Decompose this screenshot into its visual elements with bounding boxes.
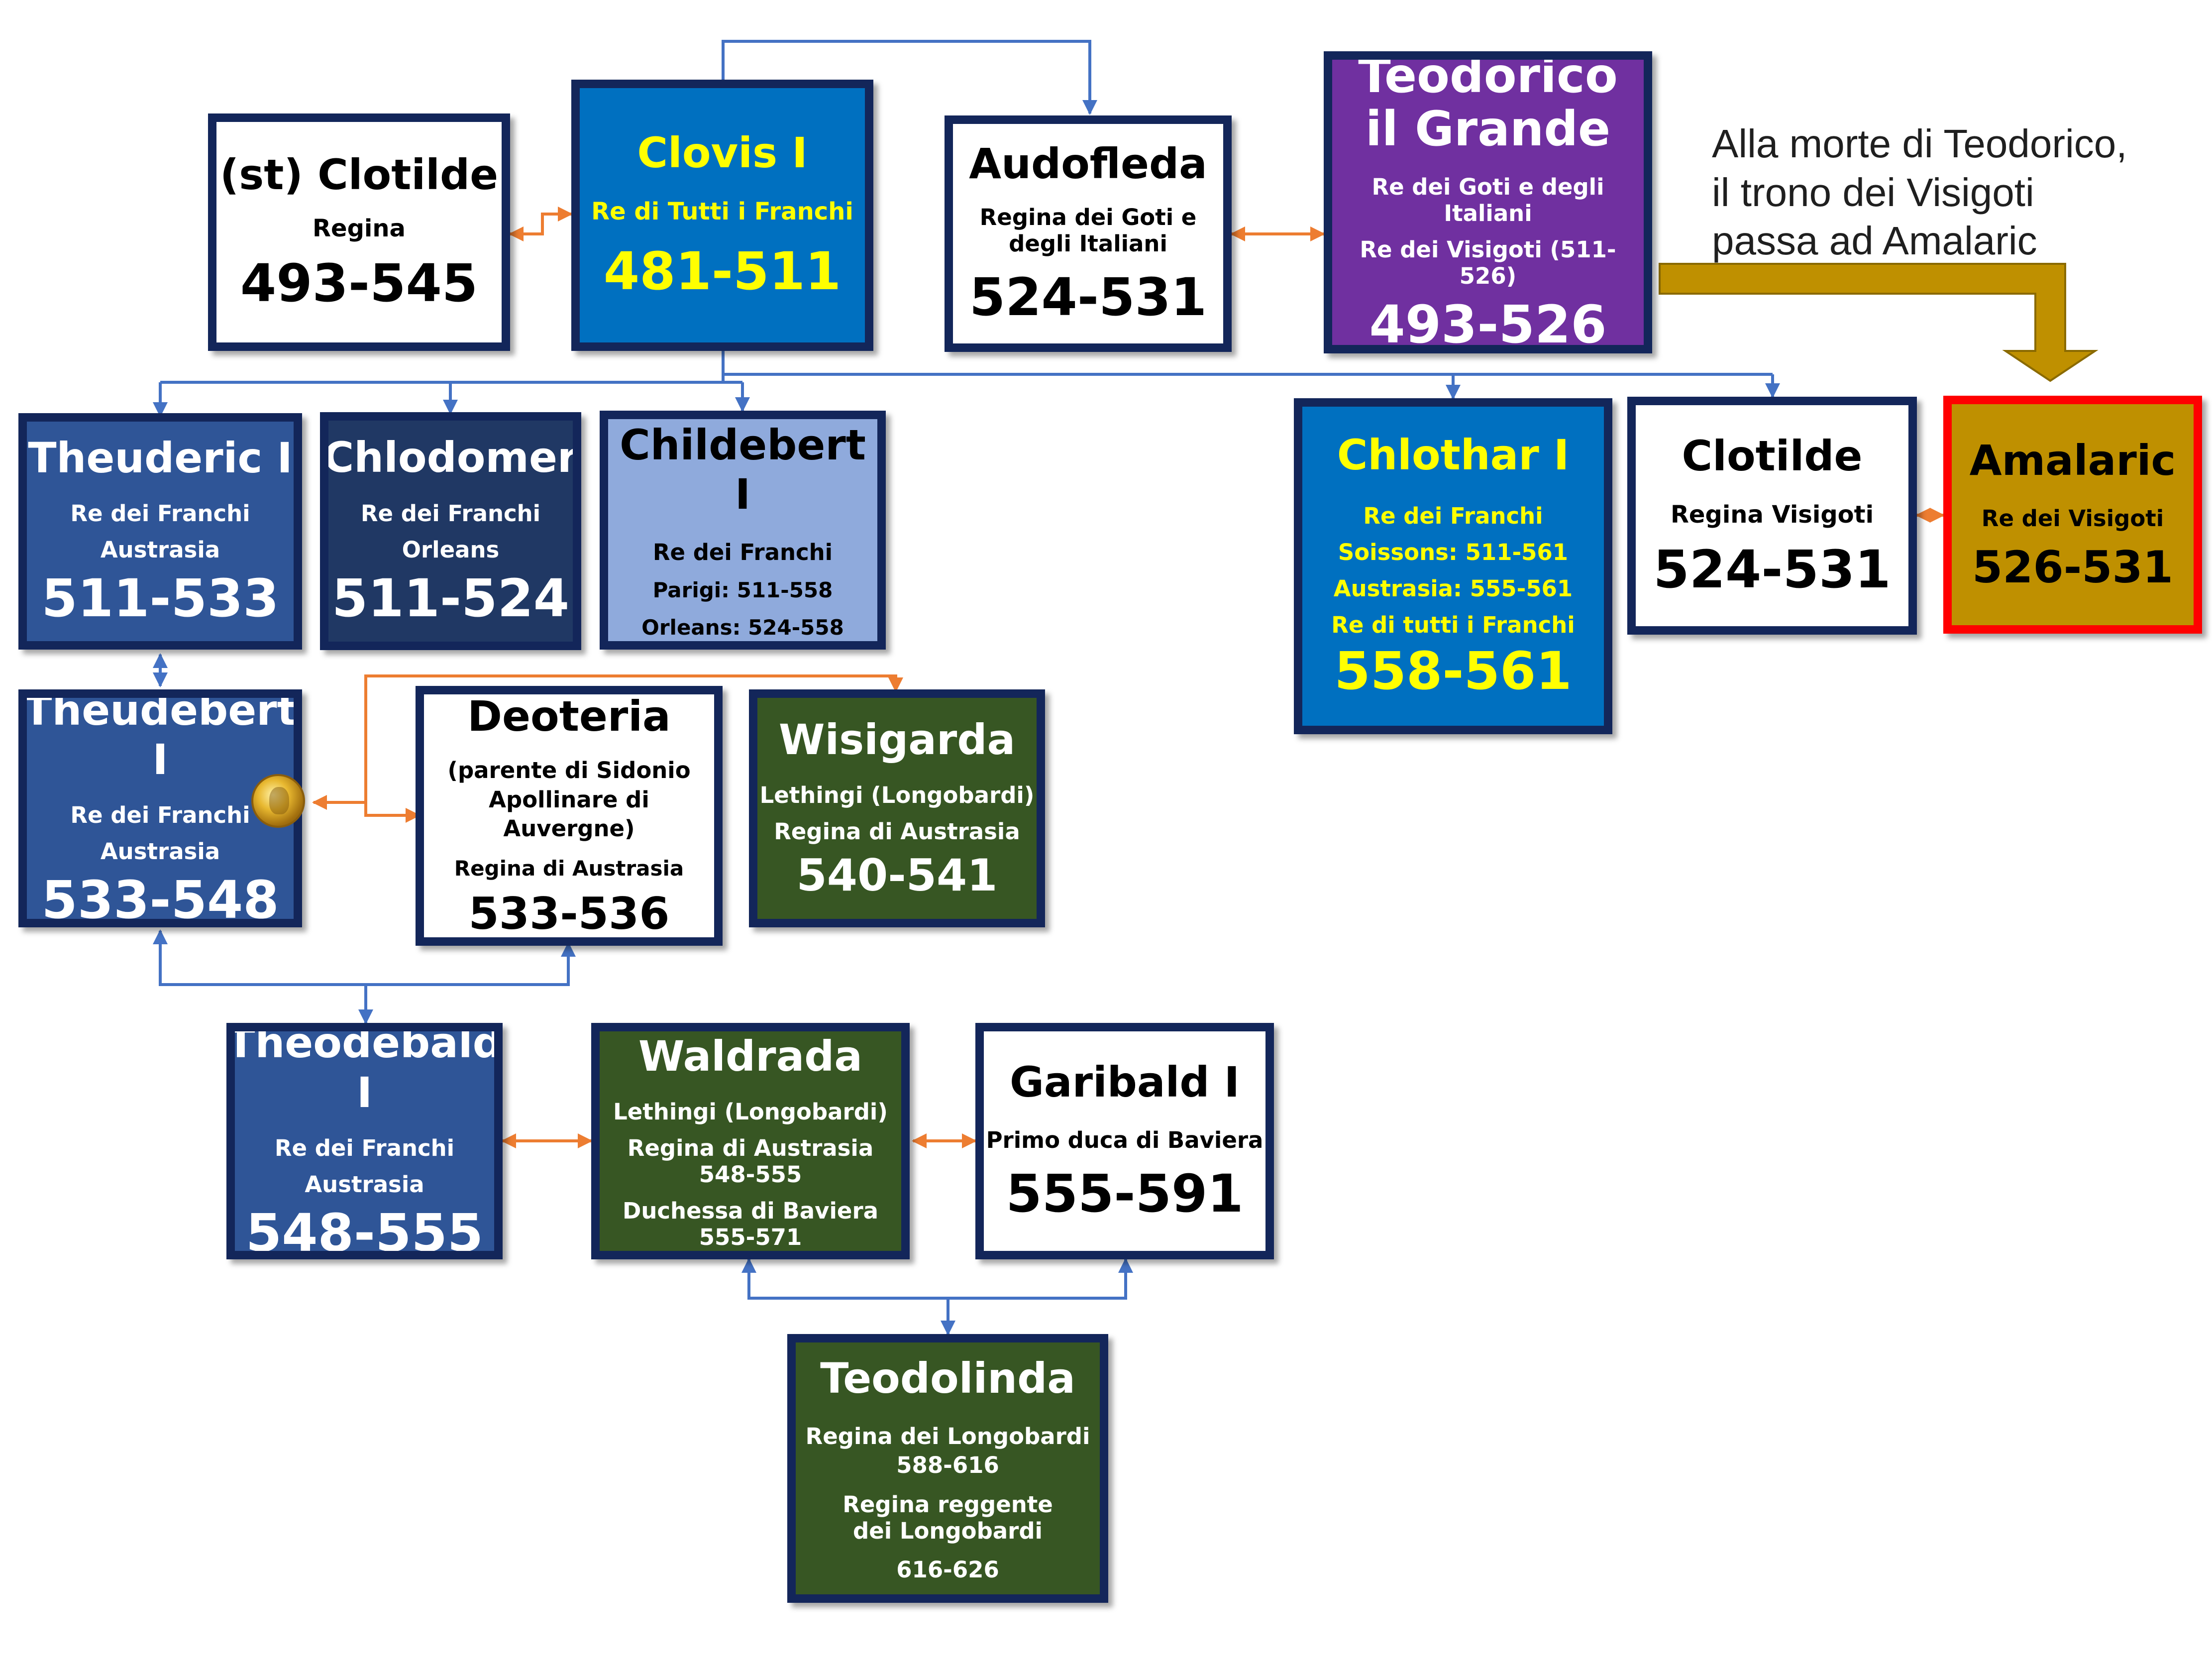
person-title: Austrasia	[305, 1171, 424, 1198]
person-years: 558-561	[1334, 640, 1572, 701]
person-title: Re dei Franchi	[1363, 502, 1543, 529]
person-title: Orleans: 524-558	[641, 615, 844, 640]
person-name: Amalaric	[1969, 436, 2176, 485]
note-line-1: Alla morte di Teodorico,	[1712, 121, 2127, 166]
person-years: 511-533	[41, 568, 279, 629]
person-title: Re di tutti i Franchi	[1331, 611, 1575, 638]
person-chlodomer: Chlodomer Re dei Franchi Orleans 511-524	[320, 412, 581, 650]
person-deoteria: Deoteria (parente di Sidonio Apollinare …	[416, 686, 723, 946]
person-name: (st) Clotilde	[219, 150, 499, 200]
person-years: 493-526	[1369, 294, 1607, 353]
person-teodolinda: Teodolinda Regina dei Longobardi 588-616…	[787, 1334, 1108, 1603]
person-name: Teodolinda	[820, 1354, 1075, 1403]
person-title: Regina di Austrasia	[774, 818, 1020, 845]
person-title: Re dei Franchi	[360, 500, 541, 527]
spouse-theudebert-deoteria	[312, 795, 421, 823]
person-title: Orleans	[402, 536, 500, 563]
person-years: 524-531	[969, 266, 1207, 328]
person-title: Regina	[313, 215, 406, 243]
person-amalaric: Amalaric Re dei Visigoti 526-531	[1943, 396, 2202, 634]
person-title: Parigi: 511-558	[652, 578, 833, 603]
note-line-2: il trono dei Visigoti	[1712, 170, 2034, 215]
person-years: 555-591	[1006, 1163, 1244, 1225]
person-name: Clotilde	[1682, 431, 1863, 480]
person-title: Austrasia: 555-561	[1333, 575, 1573, 602]
person-st-clotilde: (st) Clotilde Regina 493-545	[208, 113, 510, 351]
person-years: 481-511	[603, 241, 842, 302]
person-waldrada: Waldrada Lethingi (Longobardi) Regina di…	[591, 1023, 910, 1259]
person-title: Primo duca di Baviera	[986, 1127, 1264, 1154]
person-theodebald: Theodebald I Re dei Franchi Austrasia 54…	[226, 1023, 503, 1259]
person-theuderic: Theuderic I Re dei Franchi Austrasia 511…	[18, 413, 302, 650]
person-name: Garibald I	[1009, 1058, 1240, 1107]
note-line-3: passa ad Amalaric	[1712, 219, 2037, 263]
person-title: Regina dei Goti e degli Italiani	[979, 204, 1197, 257]
person-name: Childebert I	[620, 420, 866, 519]
person-years: 540-541	[796, 850, 998, 901]
person-name: Audofleda	[969, 139, 1207, 189]
person-title: Regina reggente dei Longobardi	[843, 1491, 1053, 1544]
person-title: 616-626	[896, 1556, 999, 1583]
person-title: 588-616	[896, 1452, 999, 1479]
person-title: Re di Tutti i Franchi	[591, 198, 853, 226]
person-title: Regina di Austrasia	[454, 856, 684, 881]
person-years: 524-531	[1653, 539, 1891, 600]
person-name: Teodorico il Grande	[1358, 51, 1618, 157]
person-title: Regina dei Longobardi	[805, 1423, 1090, 1450]
person-title: Re dei Franchi	[274, 1134, 455, 1161]
person-name: Deoteria	[467, 692, 671, 741]
person-title: Re dei Visigoti (511-526)	[1360, 236, 1616, 290]
person-chlothar: Chlothar I Re dei Franchi Soissons: 511-…	[1294, 398, 1612, 734]
person-name: Theudebert I	[23, 689, 297, 784]
person-name: Theodebald I	[226, 1023, 503, 1117]
person-title: Lethingi (Longobardi)	[613, 1098, 888, 1125]
person-title: Austrasia	[100, 838, 220, 865]
person-name: Chlothar I	[1337, 431, 1570, 480]
person-years: 533-536	[468, 888, 670, 940]
person-title: Re dei Franchi	[70, 802, 250, 829]
person-title: Austrasia	[100, 537, 220, 563]
person-title: Re dei Franchi	[70, 500, 250, 527]
person-title: Duchessa di Baviera 555-571	[622, 1198, 879, 1251]
person-title: Re dei Goti e degli Italiani	[1371, 173, 1604, 227]
person-name: Chlodomer	[323, 433, 578, 482]
person-title: Re dei Visigoti	[1981, 505, 2164, 532]
person-garibald: Garibald I Primo duca di Baviera 555-591	[975, 1023, 1274, 1259]
person-years: 548-555	[245, 1202, 484, 1259]
person-title: Re dei Franchi	[652, 539, 833, 566]
person-years: 511-524	[331, 567, 570, 629]
person-name: Waldrada	[638, 1031, 863, 1081]
succession-arrow	[1659, 263, 2099, 382]
person-years: 526-531	[1972, 542, 2173, 593]
person-title: Lethingi (Longobardi)	[759, 782, 1035, 809]
person-name: Clovis I	[637, 128, 808, 178]
person-title: (parente di Sidonio Apollinare di Auverg…	[447, 757, 691, 842]
person-clovis: Clovis I Re di Tutti i Franchi 481-511	[571, 80, 873, 351]
person-clotilde: Clotilde Regina Visigoti 524-531	[1627, 397, 1917, 635]
person-audofleda: Audofleda Regina dei Goti e degli Italia…	[945, 115, 1232, 352]
person-childebert: Childebert I Re dei Franchi Parigi: 511-…	[600, 411, 886, 650]
person-name: Wisigarda	[778, 715, 1016, 764]
spouse-clotilde-clovis	[509, 207, 573, 241]
link-waldrada-garibald-teodolinda	[741, 1258, 1133, 1300]
person-title: Regina di Austrasia 548-555	[627, 1134, 874, 1188]
person-name: Theuderic I	[28, 433, 293, 482]
gold-coin-icon	[251, 774, 305, 828]
person-title: Soissons: 511-561	[1338, 539, 1569, 565]
person-years: 493-545	[240, 253, 478, 314]
person-title: Regina Visigoti	[1670, 500, 1874, 529]
succession-note: Alla morte di Teodorico, il trono dei Vi…	[1712, 119, 2127, 265]
person-years: 533-548	[41, 870, 279, 927]
link-clovis-audofleda	[722, 40, 1097, 115]
person-teodorico: Teodorico il Grande Re dei Goti e degli …	[1324, 51, 1652, 353]
person-wisigarda: Wisigarda Lethingi (Longobardi) Regina d…	[749, 689, 1045, 927]
